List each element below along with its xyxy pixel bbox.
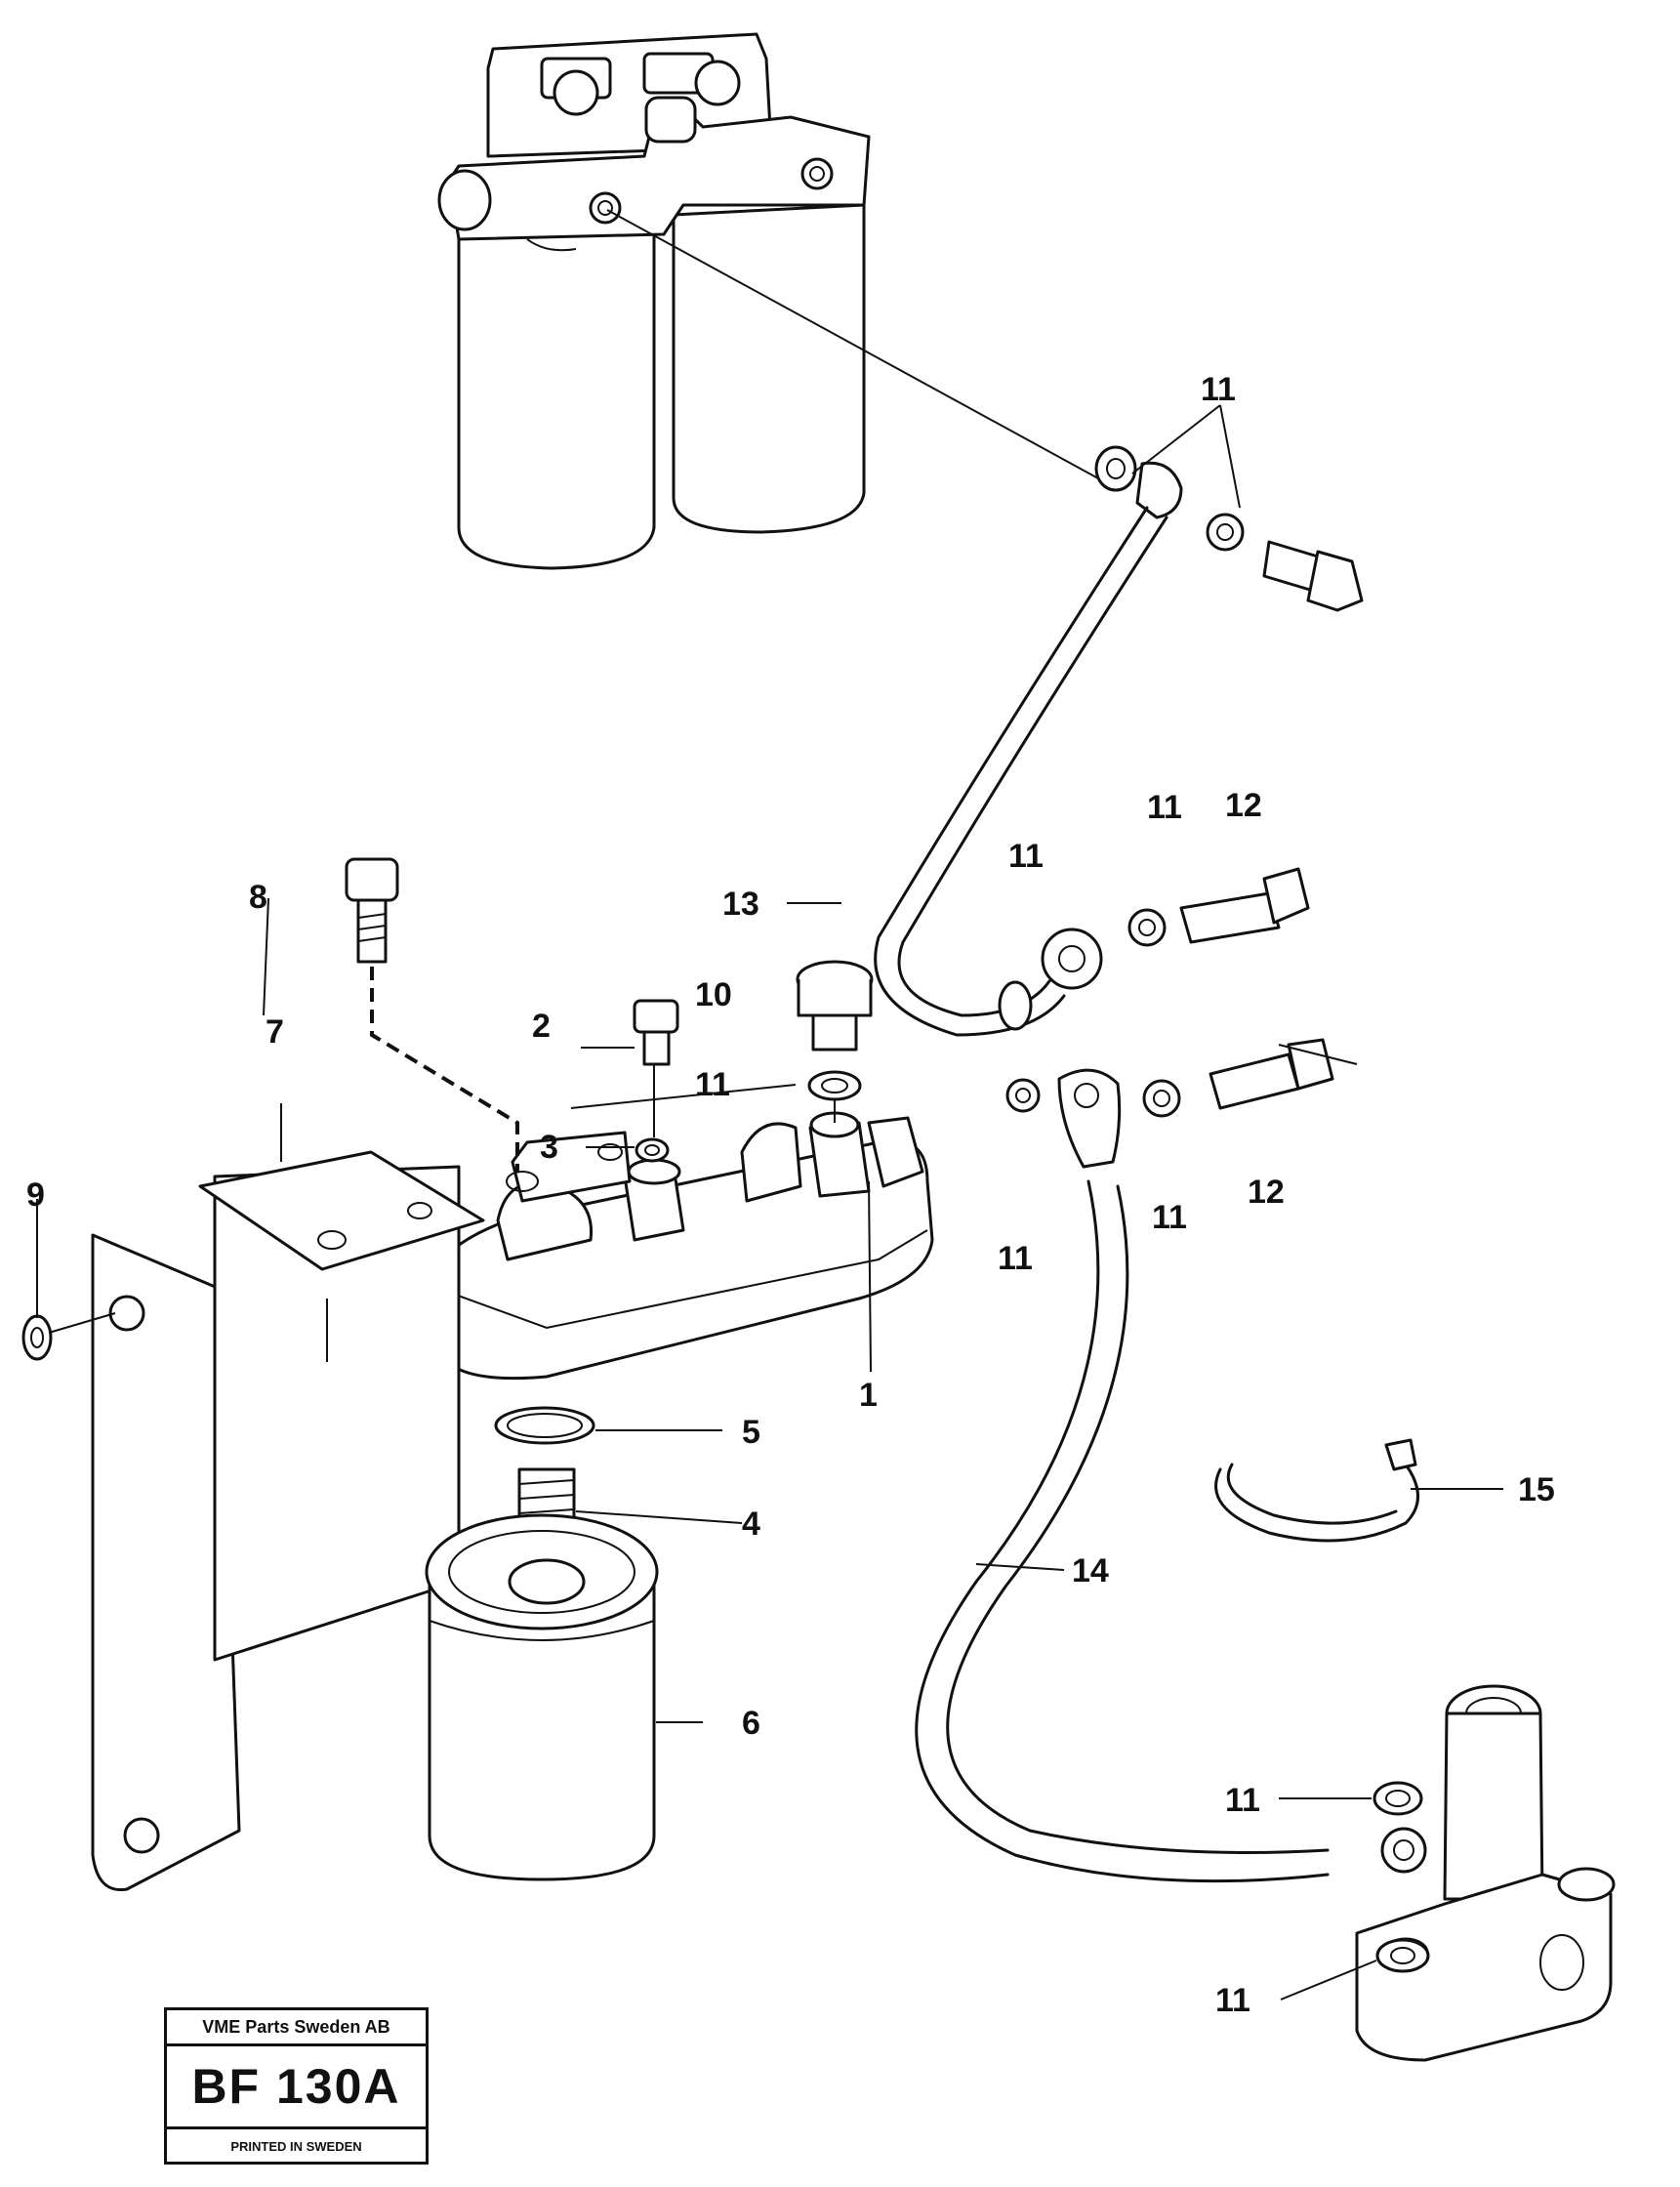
callout-labels: 11 11 11 12 13 8 10 2 7 11 3 12 9 11 11 … xyxy=(26,371,1555,2019)
callout-10: 10 xyxy=(695,976,732,1013)
leader-lines xyxy=(36,404,1503,2001)
callout-14: 14 xyxy=(1072,1552,1109,1589)
callout-3: 3 xyxy=(540,1129,558,1166)
callout-11: 11 xyxy=(1215,1982,1250,2019)
callout-8: 8 xyxy=(249,879,267,916)
twin-filter-assembly xyxy=(437,32,871,570)
mounting-bracket-7 xyxy=(91,1103,485,1892)
filter-cartridge-6 xyxy=(425,1513,659,1881)
feed-pump-fitting xyxy=(1355,1684,1616,2062)
callout-11: 11 xyxy=(998,1240,1033,1277)
plug-10 xyxy=(796,960,874,1123)
callout-11: 11 xyxy=(1152,1199,1187,1236)
washer-9 xyxy=(21,1312,116,1361)
clamp-15 xyxy=(1214,1438,1419,1543)
callout-12: 12 xyxy=(1248,1174,1285,1211)
callout-11: 11 xyxy=(695,1066,730,1103)
filter-housing-1 xyxy=(432,1111,934,1381)
sealing-ring-5 xyxy=(494,1406,595,1445)
callout-6: 6 xyxy=(742,1705,760,1742)
fuel-line-13 xyxy=(606,209,1364,1037)
parts-catalog-stamp: VME Parts Sweden AB BF 130A PRINTED IN S… xyxy=(164,2007,429,2165)
bolt-8 xyxy=(345,857,519,1172)
callout-11: 11 xyxy=(1008,838,1044,875)
callout-15: 15 xyxy=(1518,1471,1555,1508)
callout-2: 2 xyxy=(532,1008,551,1045)
callout-11: 11 xyxy=(1225,1782,1260,1819)
callout-7: 7 xyxy=(266,1013,284,1051)
screw-2 xyxy=(633,999,679,1137)
callout-4: 4 xyxy=(742,1506,760,1543)
fuel-line-14 xyxy=(915,1038,1334,1883)
stamp-diagram-code: BF 130A xyxy=(167,2046,426,2129)
callout-5: 5 xyxy=(742,1414,760,1451)
callout-12: 12 xyxy=(1225,787,1262,824)
stamp-printed-note: PRINTED IN SWEDEN xyxy=(230,2139,362,2154)
callout-11: 11 xyxy=(1201,371,1236,408)
callout-11: 11 xyxy=(1147,789,1182,826)
callout-1: 1 xyxy=(859,1377,878,1414)
washer-3 xyxy=(635,1137,670,1163)
callout-13: 13 xyxy=(722,886,759,923)
stamp-company-name: VME Parts Sweden AB xyxy=(167,2010,426,2046)
callout-9: 9 xyxy=(26,1176,45,1214)
